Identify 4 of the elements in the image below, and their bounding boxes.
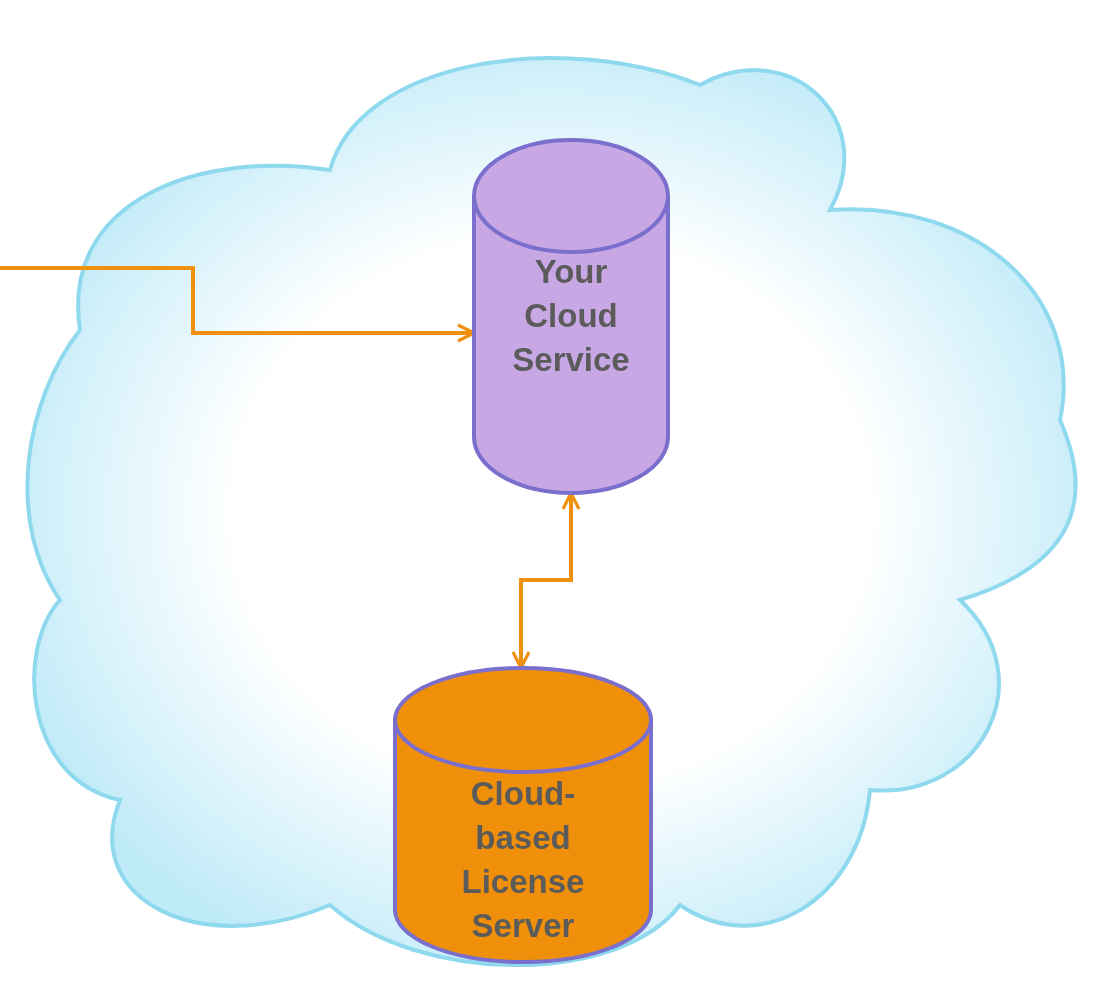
database-cylinder: [395, 668, 651, 962]
node-label: Your Cloud Service: [511, 252, 631, 380]
node-label: Cloud-based License Server: [460, 774, 586, 946]
database-cylinder: [474, 140, 668, 493]
